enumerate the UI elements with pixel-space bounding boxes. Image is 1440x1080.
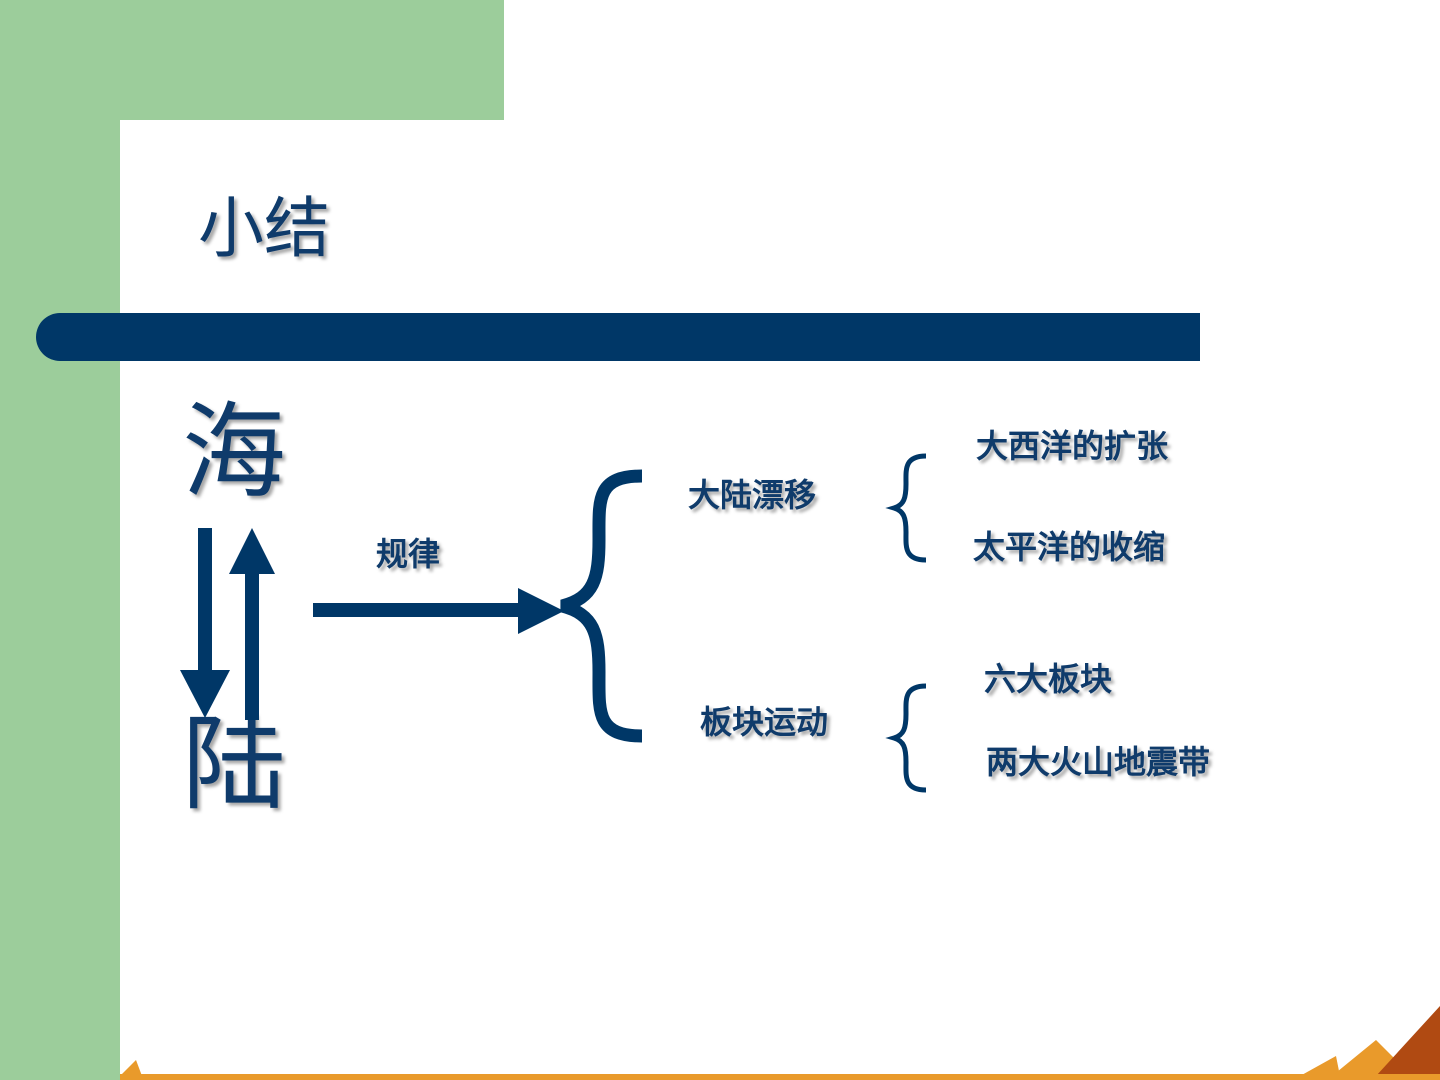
page-title: 小结 [198, 190, 330, 267]
detail-atlantic-expansion: 大西洋的扩张 [976, 427, 1169, 465]
branch-continental-drift: 大陆漂移 [688, 476, 817, 514]
relation-label: 规律 [376, 535, 441, 573]
sea-character: 海 [182, 391, 287, 513]
land-character: 陆 [182, 703, 287, 825]
detail-volcano-earthquake-belts: 两大火山地震带 [986, 743, 1211, 781]
detail-pacific-shrinking: 太平洋的收缩 [973, 528, 1166, 566]
branch-plate-tectonics: 板块运动 [700, 703, 829, 741]
content-card [120, 120, 1440, 1080]
bottom-accent-line [120, 1074, 1440, 1080]
detail-six-plates: 六大板块 [984, 660, 1113, 698]
green-top-panel [0, 0, 504, 120]
green-side-panel [0, 0, 120, 1080]
title-underline-bar [36, 313, 1200, 361]
